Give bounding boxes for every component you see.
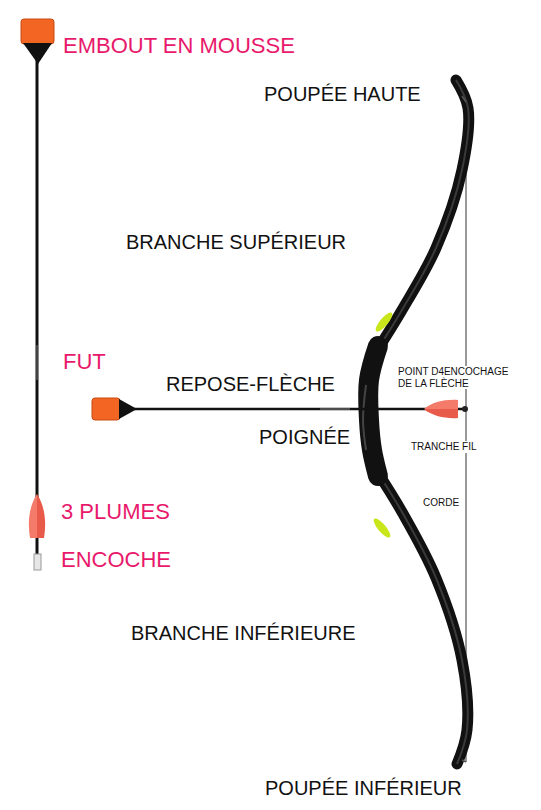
bow-limb — [376, 80, 469, 352]
part-label: POIGNÉE — [258, 425, 351, 449]
part-label: REPOSE-FLÈCHE — [165, 372, 336, 396]
fletching — [424, 409, 458, 418]
tip-cone — [119, 399, 137, 419]
shaft-print — [37, 345, 38, 380]
fletching — [424, 400, 458, 409]
nocking-point — [462, 406, 468, 412]
string-loop — [462, 760, 466, 762]
part-label: POUPÉE INFÉRIEUR — [264, 776, 463, 800]
limb-decal — [373, 310, 395, 334]
limb-decal — [371, 516, 393, 540]
limb-highlight — [376, 470, 468, 764]
part-label: BRANCHE INFÉRIEURE — [130, 621, 356, 645]
string-loop — [462, 96, 466, 102]
part-label: TRANCHE FIL — [410, 441, 478, 453]
shaft-print — [320, 409, 350, 410]
tip-cone — [23, 43, 52, 64]
arrow-figure — [21, 19, 54, 570]
bow-grip — [368, 346, 378, 476]
bow-limbs — [363, 80, 469, 764]
arrow-shaft — [36, 58, 39, 560]
part-label: BRANCHE SUPÉRIEUR — [125, 230, 347, 254]
arrow-shaft — [134, 408, 465, 411]
part-label: EMBOUT EN MOUSSE — [62, 33, 296, 59]
foam-tip — [92, 398, 120, 420]
part-label: CORDE — [422, 497, 460, 509]
bow-limb — [376, 470, 468, 764]
grip-edge — [363, 385, 366, 450]
nocked-arrow — [92, 398, 468, 420]
foam-tip — [21, 19, 54, 44]
part-label: POINT D4ENCOCHAGE DE LA FLÈCHE — [397, 366, 511, 389]
part-label: ENCOCHE — [60, 547, 172, 573]
part-label: 3 PLUMES — [60, 499, 171, 525]
fletching — [29, 494, 37, 538]
part-label: POUPÉE HAUTE — [263, 82, 422, 106]
fletching — [37, 494, 45, 538]
part-label: FUT — [62, 349, 107, 375]
limb-highlight — [376, 80, 469, 352]
arrow-nock — [34, 554, 41, 570]
